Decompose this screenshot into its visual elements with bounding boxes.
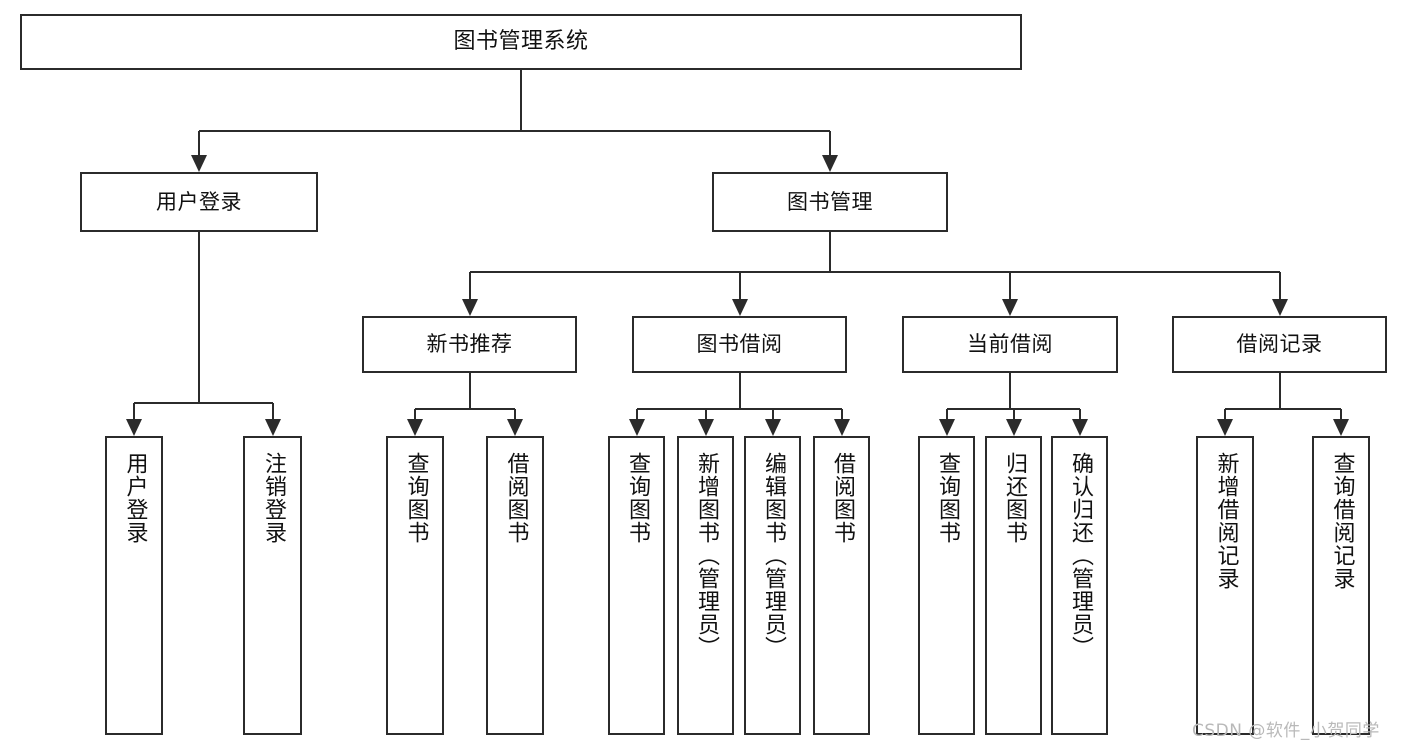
edge-bookmanage-stem — [829, 232, 831, 272]
node-leaf-return-book[interactable]: 归还图书 — [985, 436, 1042, 735]
edge-new-book-recommend-drop-0 — [414, 409, 416, 419]
edge-root-arrow-1 — [822, 155, 838, 172]
edge-book-borrow-arrow-2 — [764, 419, 781, 436]
node-label-root: 图书管理系统 — [453, 29, 589, 55]
edge-root-stem — [520, 70, 522, 131]
edge-root-drop-1 — [829, 131, 831, 155]
node-label-borrow-record: 借阅记录 — [1236, 332, 1323, 357]
node-label-leaf-return-book: 归还图书 — [1001, 452, 1027, 544]
node-label-current-borrow: 当前借阅 — [967, 332, 1053, 357]
node-label-leaf-borrow-book-1: 借阅图书 — [503, 452, 529, 544]
node-leaf-query-record[interactable]: 查询借阅记录 — [1312, 436, 1370, 735]
node-label-leaf-edit-book: 编辑图书（管理员） — [760, 452, 786, 659]
edge-borrow-record-drop-0 — [1224, 409, 1226, 419]
edge-book-borrow-drop-1 — [704, 409, 707, 419]
csdn-watermark: CSDN @软件_小贺同学 — [1192, 721, 1380, 741]
edge-book-borrow-bus — [636, 408, 842, 410]
edge-bookmanage-drop-3 — [1278, 272, 1281, 299]
edge-book-borrow-drop-3 — [840, 409, 843, 419]
edge-user-login-drop-1 — [271, 403, 274, 419]
node-label-new-book-recommend: 新书推荐 — [426, 332, 513, 357]
node-current-borrow[interactable]: 当前借阅 — [902, 316, 1118, 373]
node-label-leaf-query-book-2: 查询图书 — [624, 452, 650, 544]
node-label-leaf-add-record: 新增借阅记录 — [1213, 452, 1239, 590]
edge-current-borrow-drop-2 — [1078, 409, 1081, 419]
edge-current-borrow-drop-1 — [1012, 409, 1015, 419]
edge-new-book-recommend-drop-1 — [514, 409, 516, 419]
node-leaf-edit-book[interactable]: 编辑图书（管理员） — [744, 436, 801, 735]
edge-current-borrow-stem — [1009, 373, 1011, 409]
node-label-leaf-confirm-return: 确认归还（管理员） — [1067, 452, 1093, 659]
node-leaf-borrow-book-2[interactable]: 借阅图书 — [813, 436, 870, 735]
edge-borrow-record-arrow-0 — [1217, 419, 1233, 436]
edge-user-login-stem — [198, 232, 200, 403]
edge-new-book-recommend-bus — [415, 408, 515, 410]
edge-book-borrow-arrow-0 — [628, 419, 645, 436]
edge-bookmanage-arrow-3 — [1271, 299, 1288, 316]
edge-new-book-recommend-arrow-1 — [507, 419, 523, 436]
edge-user-login-drop-0 — [133, 403, 135, 419]
edge-bookmanage-arrow-2 — [1002, 299, 1018, 316]
edge-current-borrow-arrow-2 — [1071, 419, 1088, 436]
edge-borrow-record-stem — [1278, 373, 1281, 409]
edge-bookmanage-drop-2 — [1009, 272, 1011, 299]
edge-current-borrow-arrow-0 — [938, 419, 955, 436]
edge-bookmanage-drop-1 — [738, 272, 741, 299]
edge-bookmanage-drop-0 — [468, 272, 471, 299]
node-leaf-query-book-2[interactable]: 查询图书 — [608, 436, 665, 735]
node-label-leaf-borrow-book-2: 借阅图书 — [829, 452, 855, 544]
node-leaf-confirm-return[interactable]: 确认归还（管理员） — [1051, 436, 1108, 735]
edge-current-borrow-drop-0 — [945, 409, 948, 419]
node-label-leaf-user-login: 用户登录 — [122, 452, 148, 544]
edge-new-book-recommend-arrow-0 — [407, 419, 423, 436]
node-new-book-recommend[interactable]: 新书推荐 — [362, 316, 577, 373]
node-label-leaf-query-book-3: 查询图书 — [934, 452, 960, 544]
edge-borrow-record-arrow-1 — [1333, 419, 1349, 436]
edge-borrow-record-drop-1 — [1340, 409, 1342, 419]
node-root[interactable]: 图书管理系统 — [20, 14, 1022, 70]
node-borrow-record[interactable]: 借阅记录 — [1172, 316, 1387, 373]
edge-bookmanage-bus — [469, 271, 1280, 273]
edge-user-login-bus — [134, 402, 273, 404]
edge-root-arrow-0 — [191, 155, 207, 172]
node-leaf-query-book-3[interactable]: 查询图书 — [918, 436, 975, 735]
node-user-login[interactable]: 用户登录 — [80, 172, 318, 232]
node-label-leaf-query-record: 查询借阅记录 — [1329, 452, 1355, 590]
edge-new-book-recommend-stem — [468, 373, 471, 409]
edge-root-bus — [199, 130, 830, 132]
node-leaf-add-book[interactable]: 新增图书（管理员） — [677, 436, 734, 735]
node-label-book-borrow: 图书借阅 — [696, 332, 783, 357]
edge-book-borrow-arrow-3 — [833, 419, 850, 436]
node-label-leaf-add-book: 新增图书（管理员） — [693, 452, 719, 659]
node-leaf-add-record[interactable]: 新增借阅记录 — [1196, 436, 1254, 735]
node-leaf-borrow-book-1[interactable]: 借阅图书 — [486, 436, 544, 735]
edge-user-login-arrow-1 — [264, 419, 281, 436]
node-label-leaf-logout: 注销登录 — [260, 452, 286, 544]
node-book-borrow[interactable]: 图书借阅 — [632, 316, 847, 373]
node-label-user-login: 用户登录 — [156, 189, 242, 214]
edge-user-login-arrow-0 — [126, 419, 142, 436]
edge-borrow-record-bus — [1225, 408, 1341, 410]
node-book-manage[interactable]: 图书管理 — [712, 172, 948, 232]
node-leaf-user-login[interactable]: 用户登录 — [105, 436, 163, 735]
edge-bookmanage-arrow-0 — [461, 299, 478, 316]
edge-current-borrow-arrow-1 — [1005, 419, 1022, 436]
node-label-book-manage: 图书管理 — [787, 189, 873, 214]
edge-book-borrow-drop-2 — [771, 409, 774, 419]
edge-root-drop-0 — [198, 131, 200, 155]
edge-book-borrow-drop-0 — [635, 409, 638, 419]
edge-book-borrow-arrow-1 — [697, 419, 714, 436]
edge-book-borrow-stem — [738, 373, 741, 409]
node-label-leaf-query-book-1: 查询图书 — [403, 452, 429, 544]
edge-bookmanage-arrow-1 — [731, 299, 748, 316]
node-leaf-logout[interactable]: 注销登录 — [243, 436, 302, 735]
node-leaf-query-book-1[interactable]: 查询图书 — [386, 436, 444, 735]
